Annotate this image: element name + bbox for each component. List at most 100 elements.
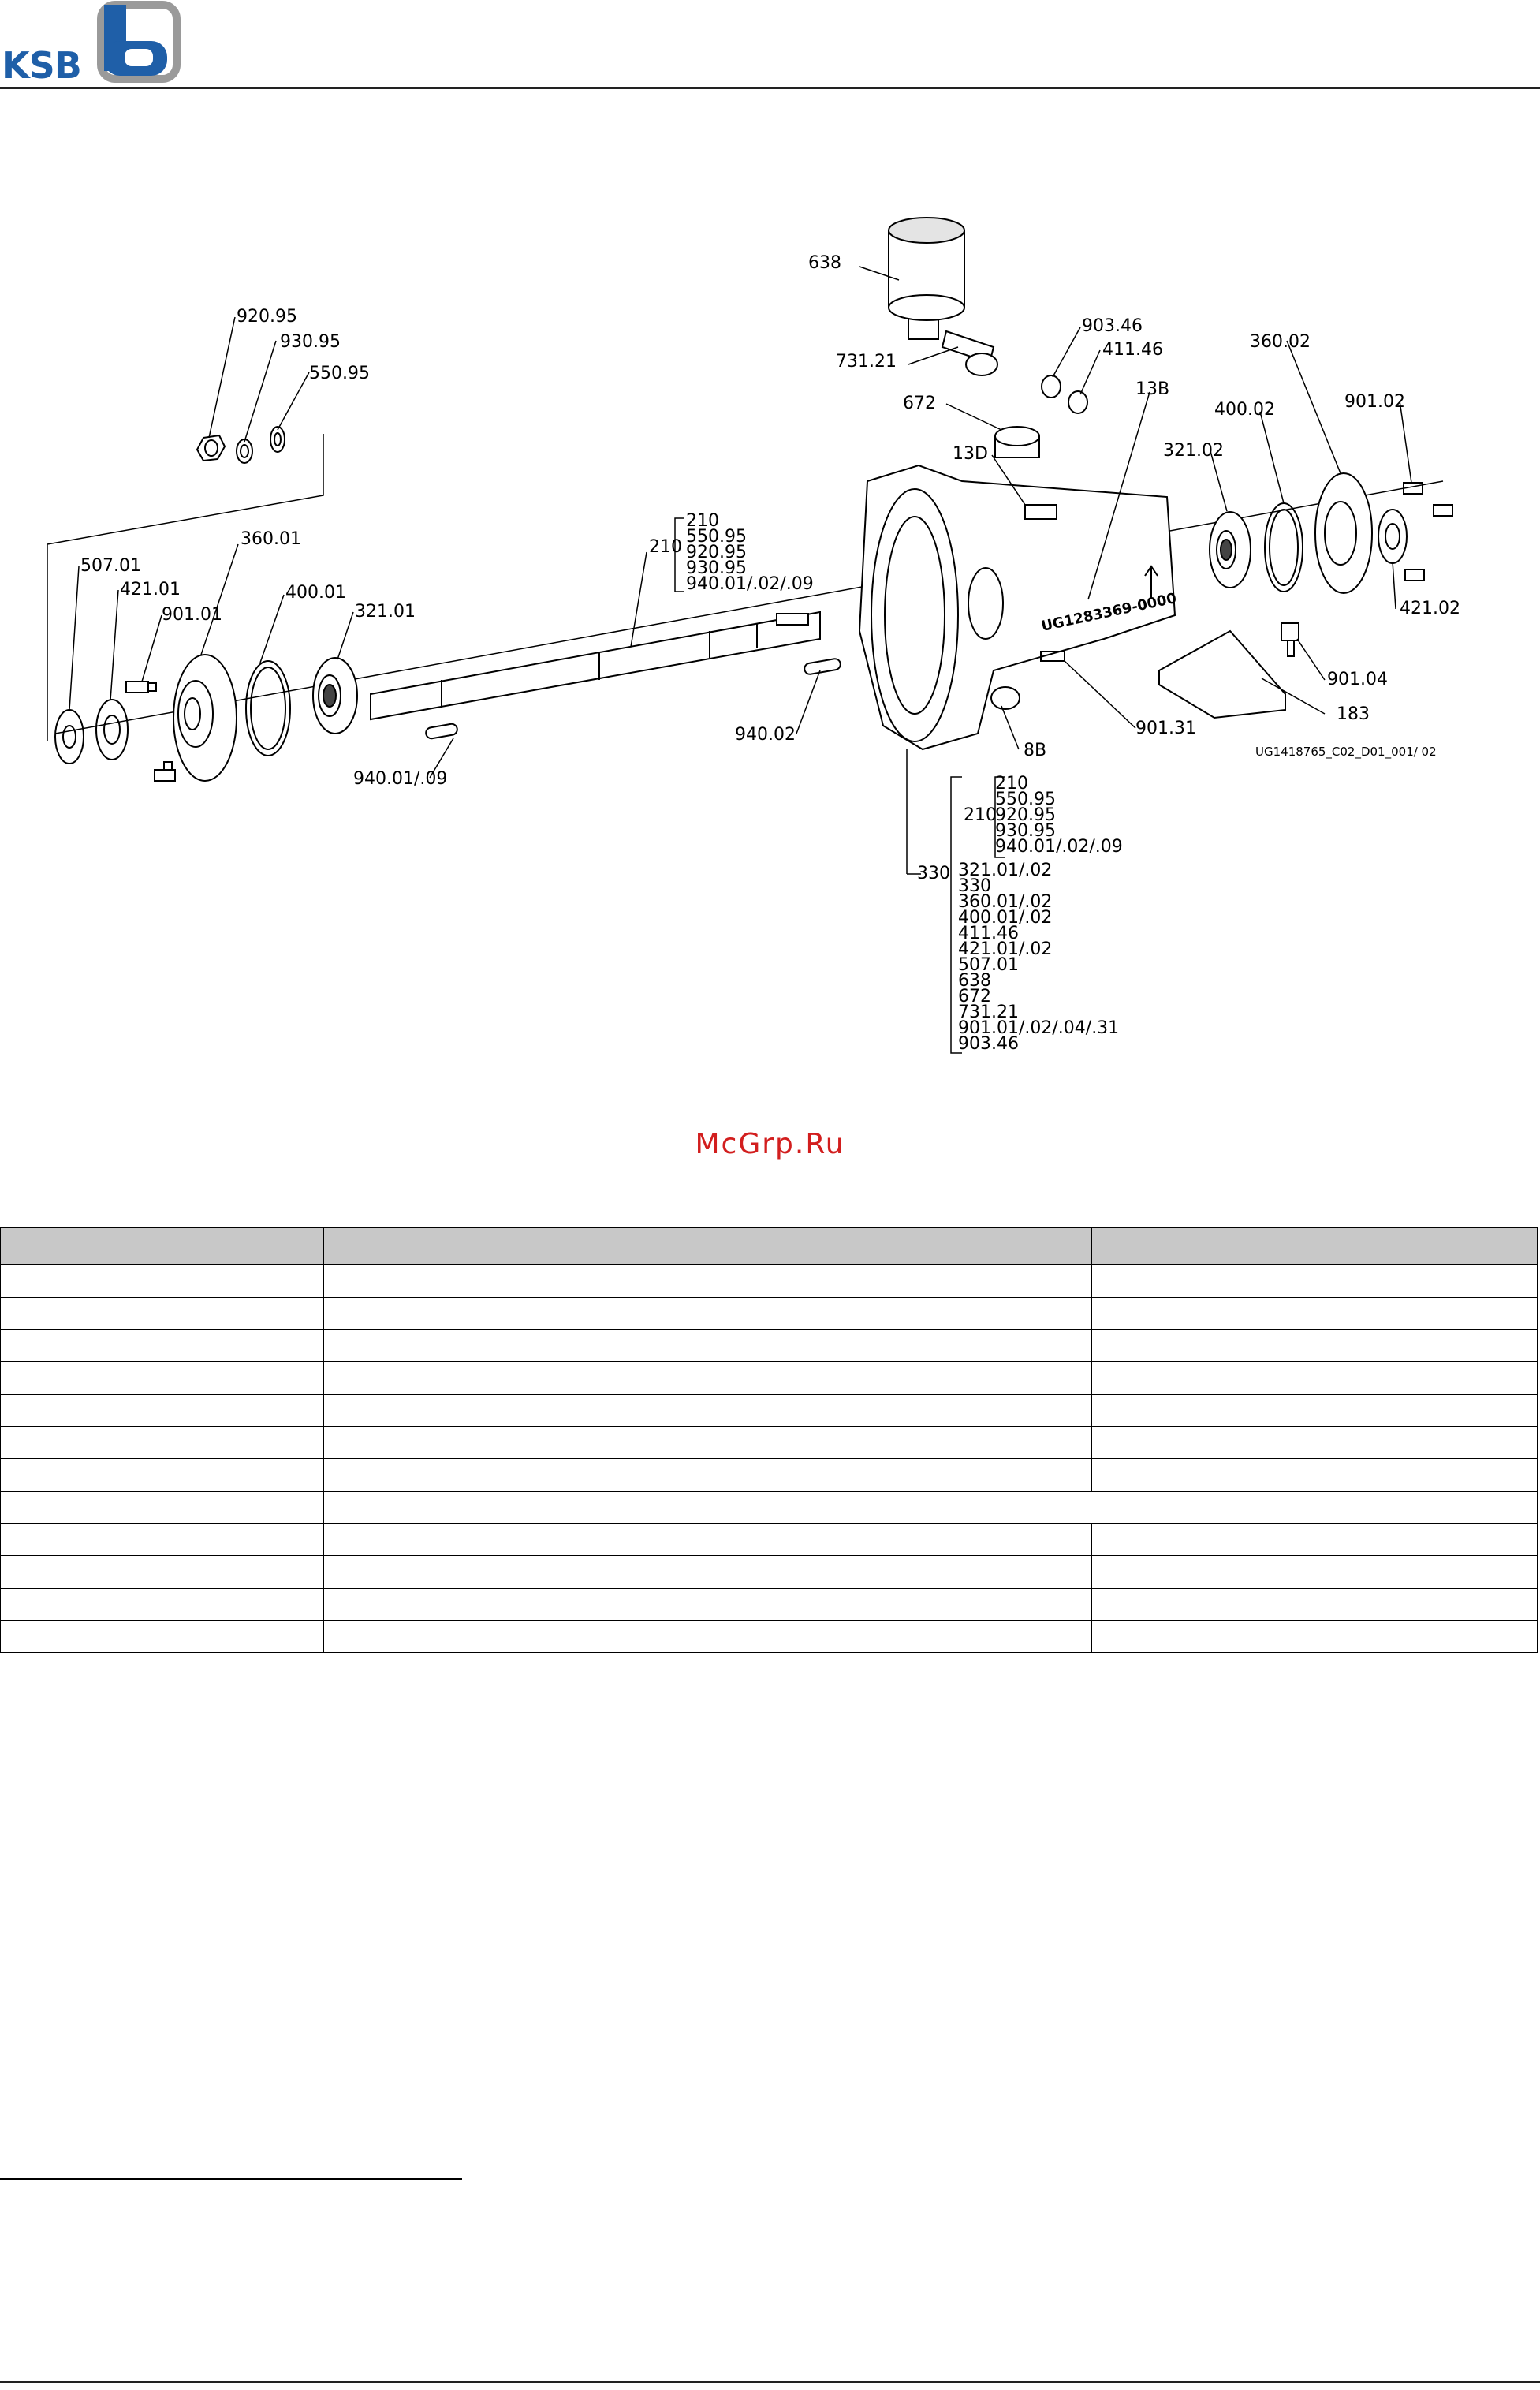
table-cell — [0, 1426, 324, 1459]
assembly-axis-link — [47, 434, 324, 741]
svg-text:550.95: 550.95 — [995, 790, 1056, 809]
table-cell — [1091, 1620, 1538, 1653]
key-940-01-icon — [425, 723, 458, 740]
lock-washer-930-95-icon — [236, 439, 253, 464]
bearing-bracket-330-icon — [858, 464, 1176, 751]
label-920-95: 920.95 — [237, 307, 297, 327]
shaft-210-icon — [370, 611, 821, 721]
table-cell — [323, 1297, 770, 1330]
table-cell — [323, 1458, 770, 1492]
label-183: 183 — [1337, 704, 1370, 724]
label-321-02: 321.02 — [1163, 441, 1224, 461]
table-row — [0, 1491, 1538, 1524]
svg-text:210: 210 — [995, 774, 1028, 794]
table-header-cell — [1091, 1227, 1538, 1265]
label-13d: 13D — [953, 444, 988, 464]
table-header-row — [0, 1227, 1538, 1265]
eyebolt-8b-icon — [990, 686, 1020, 710]
ring-411-46-icon — [1068, 390, 1088, 414]
svg-text:330: 330 — [958, 876, 991, 896]
bearing-cover-360-02-icon — [1314, 472, 1373, 594]
table-cell — [0, 1491, 324, 1524]
table-cell — [1091, 1329, 1538, 1362]
table-cell — [770, 1297, 1092, 1330]
exploded-view-drawing: UG1283369-0000 920.95 930.95 550.95 360.… — [47, 217, 1460, 1054]
table-cell — [323, 1361, 770, 1395]
drawing-number: UG1418765_C02_D01_001/ 02 — [1255, 745, 1437, 760]
svg-text:920.95: 920.95 — [995, 805, 1056, 825]
table-cell — [323, 1426, 770, 1459]
label-672: 672 — [903, 394, 936, 413]
table-row — [0, 1426, 1538, 1459]
label-13b: 13B — [1135, 379, 1169, 399]
label-421-02: 421.02 — [1400, 599, 1460, 618]
svg-text:930.95: 930.95 — [686, 558, 747, 578]
table-row — [0, 1523, 1538, 1556]
label-731-21: 731.21 — [836, 352, 897, 372]
shaft-group-list: 210 550.95 920.95 930.95 940.01/.02/.09 — [686, 511, 814, 594]
table-cell — [1091, 1458, 1538, 1492]
gasket-400-02-icon — [1264, 502, 1303, 592]
table-row — [0, 1361, 1538, 1395]
svg-text:210: 210 — [686, 511, 719, 531]
table-cell — [323, 1620, 770, 1653]
table-cell — [770, 1523, 1092, 1556]
table-row — [0, 1394, 1538, 1427]
table-header-cell — [323, 1227, 770, 1265]
svg-text:672: 672 — [958, 987, 991, 1006]
label-901-31: 901.31 — [1135, 719, 1196, 738]
table-cell — [1091, 1555, 1538, 1589]
table-row — [0, 1297, 1538, 1330]
table-cell — [0, 1620, 324, 1653]
casing-subgroup-bracket — [994, 776, 1005, 858]
label-930-95: 930.95 — [280, 332, 341, 352]
label-8b: 8B — [1024, 741, 1046, 760]
shaft-group-bracket — [674, 517, 684, 592]
oiler-638-icon — [888, 217, 965, 340]
casing-group-list: 321.01/.02 330 360.01/.02 400.01/.02 411… — [958, 861, 1119, 1054]
parts-table — [0, 1227, 1538, 1653]
table-row — [0, 1555, 1538, 1589]
table-cell — [1091, 1297, 1538, 1330]
table-cell — [770, 1458, 1092, 1492]
label-400-02: 400.02 — [1214, 400, 1275, 420]
support-foot-183-icon — [1158, 629, 1286, 719]
table-cell — [770, 1620, 1092, 1653]
table-cell — [1091, 1588, 1538, 1621]
label-507-01: 507.01 — [80, 556, 141, 576]
label-321-01: 321.01 — [355, 602, 416, 622]
leader-lines — [69, 266, 1412, 875]
table-row — [0, 1588, 1538, 1621]
seal-421-02-icon — [1378, 509, 1408, 564]
bearing-321-01-icon — [312, 657, 358, 734]
table-cell — [323, 1588, 770, 1621]
svg-text:550.95: 550.95 — [686, 527, 747, 547]
bolt-901-31-icon — [1040, 651, 1065, 662]
svg-text:901.01/.02/.04/.31: 901.01/.02/.04/.31 — [958, 1018, 1119, 1038]
label-210: 210 — [649, 537, 682, 557]
table-cell — [323, 1264, 770, 1298]
table-cell — [323, 1329, 770, 1362]
table-cell — [770, 1264, 1092, 1298]
bolt-901-02-icon — [1403, 482, 1453, 581]
svg-text:940.01/.02/.09: 940.01/.02/.09 — [995, 837, 1123, 857]
svg-text:360.01/.02: 360.01/.02 — [958, 892, 1052, 912]
svg-text:940.01/.02/.09: 940.01/.02/.09 — [686, 574, 814, 594]
label-550-95: 550.95 — [309, 364, 370, 383]
table-cell — [0, 1555, 324, 1589]
table-cell — [1091, 1426, 1538, 1459]
svg-text:903.46: 903.46 — [958, 1034, 1019, 1054]
table-cell — [323, 1491, 770, 1524]
label-330: 330 — [917, 864, 950, 883]
footnote-separator — [0, 2178, 462, 2180]
footer-rule — [0, 2381, 1540, 2383]
fitting-731-21-icon — [941, 330, 998, 376]
table-cell — [0, 1361, 324, 1395]
label-901-02: 901.02 — [1344, 392, 1405, 412]
svg-text:321.01/.02: 321.01/.02 — [958, 861, 1052, 880]
table-cell — [0, 1329, 324, 1362]
label-411-46: 411.46 — [1102, 340, 1163, 360]
bolt-901-01-icon — [125, 681, 157, 693]
bolt-901-04-icon — [1281, 622, 1299, 657]
table-row — [0, 1620, 1538, 1653]
